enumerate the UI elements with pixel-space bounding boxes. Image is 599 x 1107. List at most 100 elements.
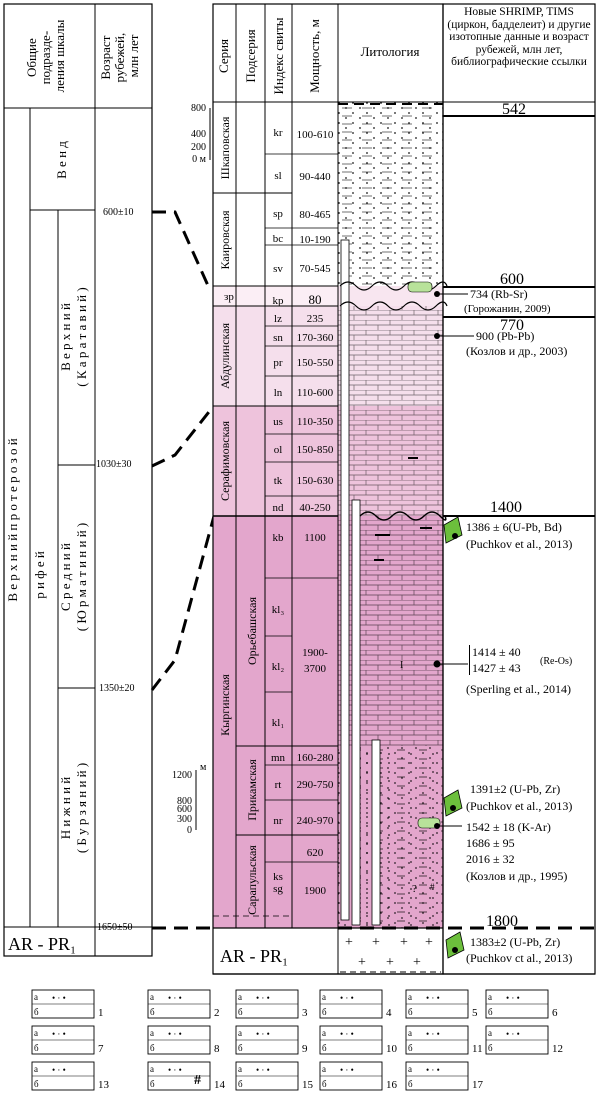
svg-text:+: + xyxy=(425,935,433,950)
legend-b-label: б xyxy=(408,1007,413,1017)
formation-thickness: 90-440 xyxy=(299,171,331,183)
svg-text:(Re-Os): (Re-Os) xyxy=(540,656,572,667)
svg-text:(Puchkov et al., 2013): (Puchkov et al., 2013) xyxy=(466,537,572,551)
legend-b-label: б xyxy=(238,1079,243,1089)
eon-label: В е р х н и й п р о т е р о з о й xyxy=(5,438,20,601)
legend-a-label: а xyxy=(238,1028,242,1038)
formation-thickness: 1900- xyxy=(302,647,328,659)
formation-index: rt xyxy=(275,779,282,791)
svg-text:• · •: • · • xyxy=(168,1065,182,1075)
legend-b-label: б xyxy=(150,1079,155,1089)
svg-text:(Puchkov ct al., 2013): (Puchkov ct al., 2013) xyxy=(466,951,572,965)
formation-index: pr xyxy=(273,357,283,369)
svg-text:300: 300 xyxy=(177,814,192,825)
upper-riphean-label: В е р х н и й xyxy=(58,303,73,371)
svg-text:I: I xyxy=(400,660,403,671)
header-series: Серия xyxy=(216,39,231,73)
formation-thickness: 150-550 xyxy=(297,357,334,369)
svg-text:1400: 1400 xyxy=(490,499,522,516)
svg-text:1030±30: 1030±30 xyxy=(96,459,132,470)
legend-hash-symbol: # xyxy=(194,1073,201,1088)
formation-index: bc xyxy=(273,233,284,245)
svg-text:• · •: • · • xyxy=(340,1065,354,1075)
svg-text:600±10: 600±10 xyxy=(103,207,134,218)
formation-thickness: 3700 xyxy=(304,663,327,675)
legend-number: 9 xyxy=(302,1043,308,1055)
svg-text:• · •: • · • xyxy=(506,993,520,1003)
svg-text:м: м xyxy=(200,762,207,773)
svg-text:Абдулинская: Абдулинская xyxy=(218,322,232,389)
legend-b-label: б xyxy=(238,1043,243,1053)
left-units: В е р х н и й п р о т е р о з о й р и ф … xyxy=(5,141,89,853)
svg-text:600: 600 xyxy=(500,271,524,288)
legend-b-label: б xyxy=(322,1007,327,1017)
upper-riphean-sub: ( К а р а т а в и й ) xyxy=(74,287,89,386)
svg-text:• · •: • · • xyxy=(168,993,182,1003)
formation-index: kb xyxy=(273,532,285,544)
svg-text:2016 ± 32: 2016 ± 32 xyxy=(466,852,515,866)
svg-text:• · •: • · • xyxy=(506,1029,520,1039)
formation-index: sn xyxy=(273,332,283,344)
formation-index: kp xyxy=(273,295,285,307)
svg-text:(Козлов и др., 2003): (Козлов и др., 2003) xyxy=(466,344,567,358)
legend-b-label: б xyxy=(488,1043,493,1053)
svg-text:(Козлов и др., 1995): (Козлов и др., 1995) xyxy=(466,869,567,883)
svg-text:1414 ± 40: 1414 ± 40 xyxy=(472,645,521,659)
formation-thickness: 80-465 xyxy=(299,209,331,221)
header-lithology: Литология xyxy=(361,44,420,59)
formation-index: kl₂ xyxy=(272,661,285,673)
svg-text:+: + xyxy=(413,955,421,970)
svg-text:Сарапульская: Сарапульская xyxy=(245,845,259,915)
legend-a-label: а xyxy=(488,992,492,1002)
svg-text:1350±20: 1350±20 xyxy=(99,683,135,694)
formation-index: kr xyxy=(273,127,283,139)
legend-number: 16 xyxy=(386,1079,398,1091)
svg-text:?: ? xyxy=(412,883,417,895)
legend-b-label: б xyxy=(408,1079,413,1089)
header-thickness: Мощность, м xyxy=(307,19,322,93)
formation-thickness: 110-350 xyxy=(297,416,334,428)
svg-text:+: + xyxy=(386,955,394,970)
legend-a-label: а xyxy=(238,1064,242,1074)
left-header-col2: Возраст рубежей, млн лет xyxy=(98,30,141,83)
svg-text:0 м: 0 м xyxy=(192,154,207,165)
svg-text:(Горожанин, 2009): (Горожанин, 2009) xyxy=(464,303,551,315)
legend-a-label: а xyxy=(322,1064,326,1074)
formation-index: sv xyxy=(273,263,283,275)
left-ages: 600±10 1030±30 1350±20 1650±50 AR - PR₁ xyxy=(8,207,135,954)
formation-index: kl₁ xyxy=(272,717,285,729)
legend-b-label: б xyxy=(322,1043,327,1053)
svg-text:Прикамская: Прикамская xyxy=(245,759,259,821)
left-headers: Общие подразде- ления шкалы Возраст рубе… xyxy=(24,19,141,92)
svg-text:Орьебашская: Орьебашская xyxy=(245,597,259,665)
formation-index: sp xyxy=(273,208,283,220)
legend-number: 4 xyxy=(386,1007,392,1019)
main-headers: Серия Подсерия Индекс свиты Мощность, м … xyxy=(216,6,591,95)
legend-number: 1 xyxy=(98,1007,104,1019)
legend-number: 13 xyxy=(98,1079,110,1091)
svg-text:542: 542 xyxy=(502,101,526,118)
svg-text:1650±50: 1650±50 xyxy=(97,922,133,933)
formation-index: sg xyxy=(273,883,283,895)
formation-index: lz xyxy=(274,313,282,325)
header-index: Индекс свиты xyxy=(271,17,286,94)
legend-b-label: б xyxy=(150,1007,155,1017)
legend-number: 3 xyxy=(302,1007,308,1019)
formation-index: mn xyxy=(271,752,286,764)
formation-thickness: 160-280 xyxy=(297,752,334,764)
svg-text:• · •: • · • xyxy=(256,1029,270,1039)
legend-a-label: а xyxy=(488,1028,492,1038)
svg-text:• · •: • · • xyxy=(52,1065,66,1075)
legend-number: 6 xyxy=(552,1007,558,1019)
legend-a-label: а xyxy=(238,992,242,1002)
legend-a-label: а xyxy=(408,1028,412,1038)
formation-thickness: 110-600 xyxy=(297,387,334,399)
legend-a-label: а xyxy=(34,1028,38,1038)
legend-b-label: б xyxy=(34,1007,39,1017)
svg-text:• · •: • · • xyxy=(256,993,270,1003)
formation-thickness: 170-360 xyxy=(297,332,334,344)
left-scale-table xyxy=(3,3,153,957)
correlation-lines xyxy=(150,210,216,930)
age-labels: 542 600 770 1400 1800 xyxy=(486,101,526,930)
